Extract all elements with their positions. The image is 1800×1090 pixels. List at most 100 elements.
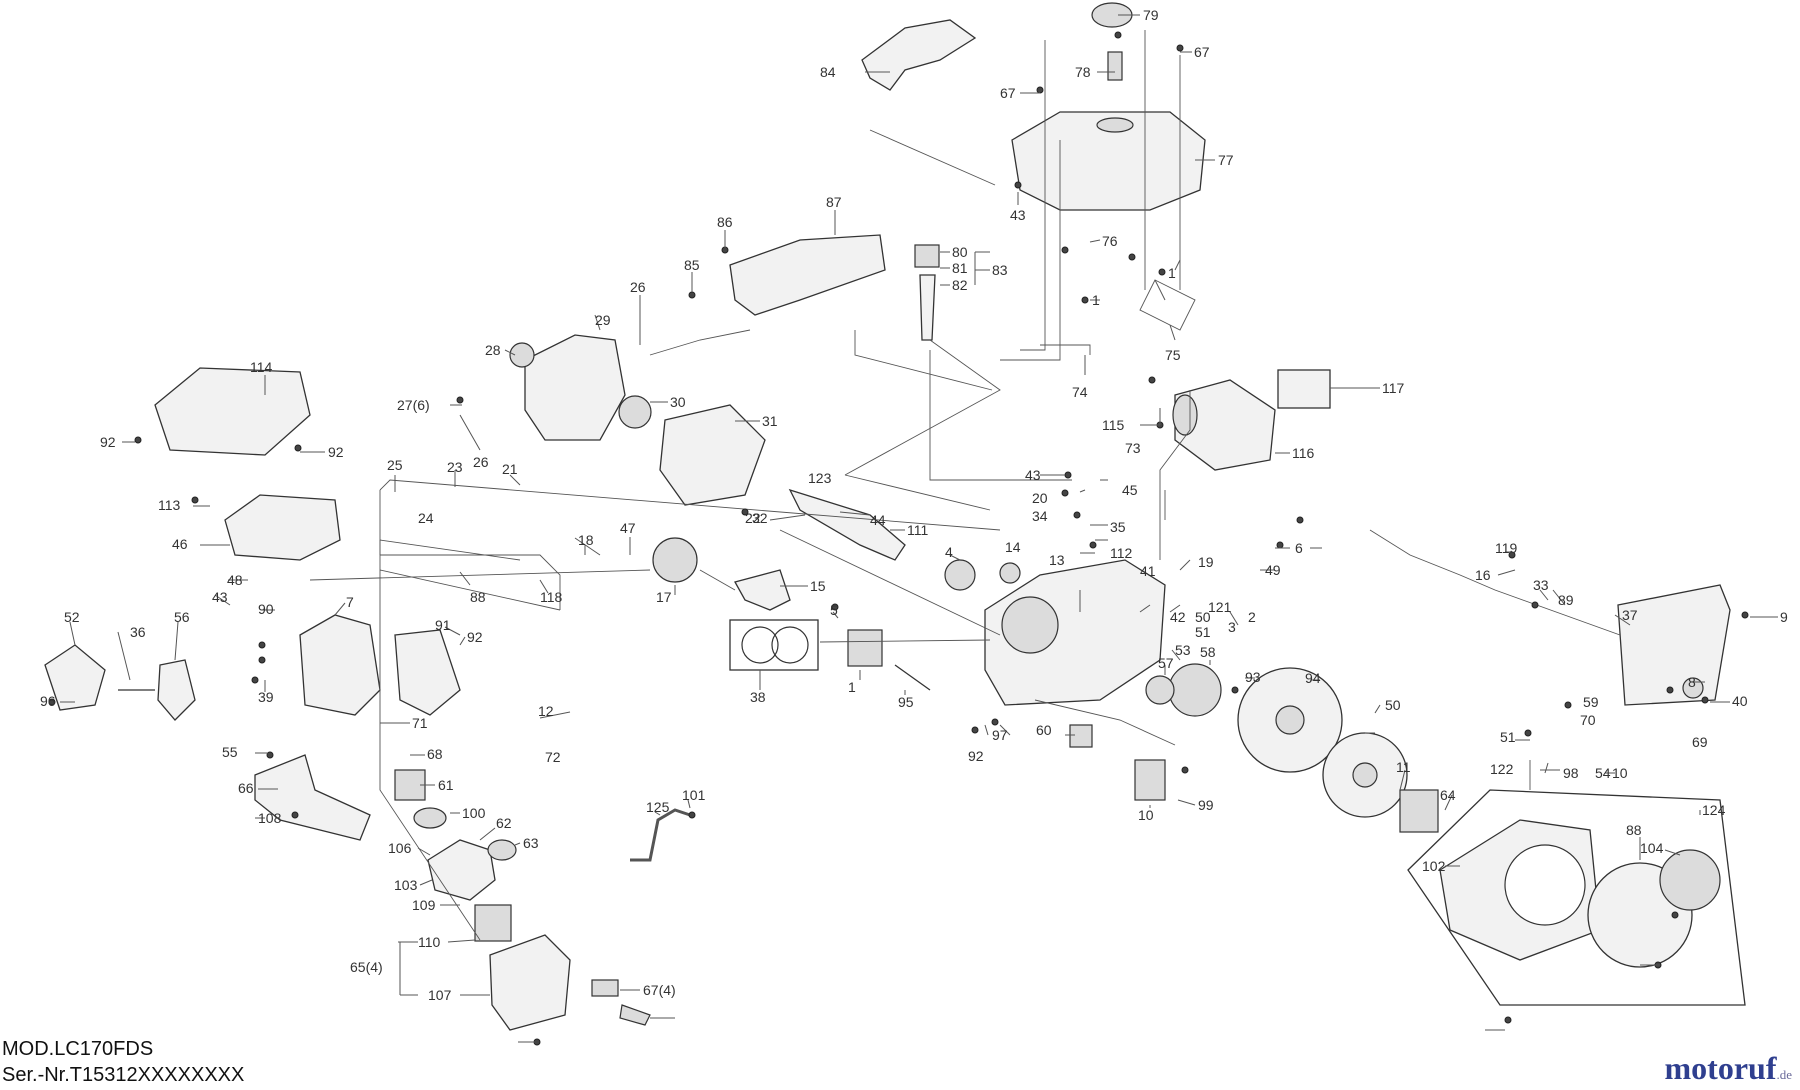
part-label: 75 [1165,347,1181,363]
part-label: 116 [1292,445,1315,461]
brand-tld: .de [1776,1067,1792,1082]
part-label: 108 [258,810,282,826]
part-label: 88 [470,589,486,605]
fuel-line-part [630,808,691,862]
part-label: 48 [227,572,243,588]
part-label: 52 [64,609,80,625]
part-label: 10 [1138,807,1154,823]
muffler-part [489,934,571,1031]
bearing-36 [944,559,976,591]
head-gasket-part [394,629,461,716]
part-label: 83 [992,262,1008,278]
part-label: 81 [952,260,968,276]
part-label: 39 [258,689,274,705]
part-label: 91 [435,617,451,633]
part-label: 103 [394,877,418,893]
part-label: 50 [1385,697,1401,713]
part-label: 104 [1640,840,1664,856]
part-label: 43 [1025,467,1041,483]
part-label: 36 [130,624,146,640]
crankcase-cover-part [524,334,626,441]
part-label: 45 [1122,482,1138,498]
cam-gear-part [652,537,698,583]
part-label: 53 [1175,642,1191,658]
part-label: 106 [388,840,412,856]
muffler-pipe-104 [474,904,512,942]
part-label: 67 [1194,44,1210,60]
knob-93 [1682,677,1704,699]
part-label: 26 [473,454,489,470]
part-label: 37 [1622,607,1638,623]
part-label: 69 [1692,734,1708,750]
part-label: 8 [1688,674,1696,690]
part-label: 50 [1195,609,1211,625]
part-label: 57 [1158,655,1174,671]
part-label: 2 [1248,609,1256,625]
part-label: 1 [848,679,856,695]
seal-53 [1145,675,1175,705]
part-label: 89 [1558,592,1574,608]
part-label: 58 [1200,644,1216,660]
oil-filler-tube [919,274,936,341]
part-label: 32 [752,510,768,526]
part-label: 102 [1422,858,1446,874]
part-label: 90 [258,601,274,617]
part-label: 47 [620,520,636,536]
part-label: 67(4) [643,982,676,998]
part-label: 118 [540,589,563,605]
part-label: 55 [222,744,238,760]
heat-shield-part [254,754,371,841]
oil-filler-part [914,244,940,268]
part-label: 19 [1198,554,1214,570]
part-label: 16 [1475,567,1491,583]
part-label: 111 [907,522,928,538]
serial-number: Ser.-Nr.T15312XXXXXXXX [2,1064,245,1086]
part-label: 80 [952,244,968,260]
part-label: 6 [1295,540,1303,556]
part-label: 1 [1092,292,1100,308]
part-label: 68 [427,746,443,762]
valve-cover-gasket-part [157,659,196,721]
ignition-key-part [619,1004,651,1026]
part-label: 21 [502,461,518,477]
part-shapes [44,2,1746,1031]
part-label: 30 [670,394,686,410]
part-label: 5 [830,602,838,618]
part-label: 72 [545,749,561,765]
part-label: 96 [40,693,56,709]
part-label: 46 [172,536,188,552]
part-label: 20 [1032,490,1048,506]
part-label: 77 [1218,152,1234,168]
part-label: 85 [684,257,700,273]
part-label: 64 [1440,787,1456,803]
part-label: 28 [485,342,501,358]
choke-lever-part [487,839,517,861]
part-label: 71 [412,715,428,731]
part-label: 26 [630,279,646,295]
brand-logo: motoruf.de [1665,1050,1793,1087]
fuel-tank-neck [1096,117,1134,133]
part-label: 122 [1490,761,1514,777]
part-label: 40 [1732,693,1748,709]
engine-cover-part [729,234,886,316]
part-label: 92 [968,748,984,764]
part-label: 14 [1005,539,1021,555]
part-label: 59 [1583,694,1599,710]
model-number: MOD.LC170FDS [2,1038,154,1060]
part-label: 87 [826,194,842,210]
part-label: 121 [1208,599,1232,615]
stator-part [1168,663,1222,717]
flywheel-hub [1275,705,1305,735]
part-label: 95 [898,694,914,710]
part-label: 125 [646,799,670,815]
part-label: 33 [1533,577,1549,593]
starter-cup-part [1399,789,1439,833]
part-label: 92 [467,629,483,645]
part-label: 88 [1626,822,1642,838]
recoil-pulley-part [1659,849,1721,911]
part-label: 9 [1780,609,1788,625]
part-label: 17 [656,589,672,605]
gasket-99 [413,807,447,829]
part-label: 114 [250,359,273,375]
